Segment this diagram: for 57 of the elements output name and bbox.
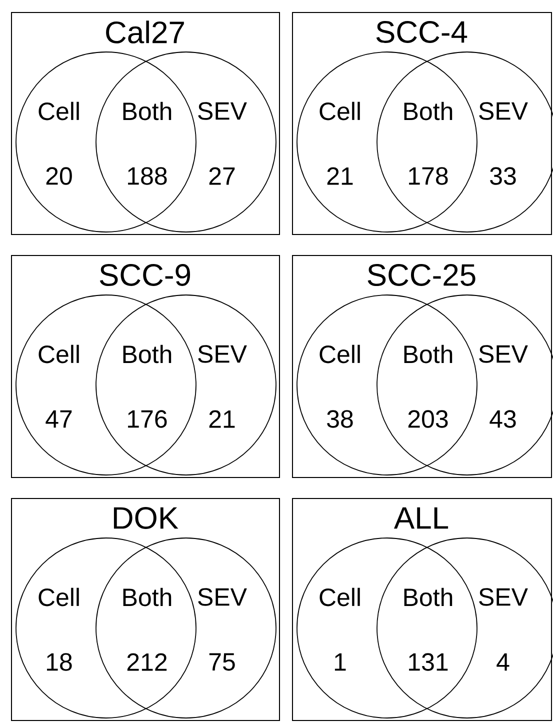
region-label: Both <box>404 344 452 364</box>
venn-circle <box>96 52 276 232</box>
region-count: 131 <box>409 653 448 671</box>
region-label: Cell <box>320 102 360 120</box>
region-label: Cell <box>320 588 360 606</box>
venn-circle <box>16 294 196 476</box>
region-label: SEV <box>198 588 247 606</box>
region-count: 21 <box>327 167 353 185</box>
region-label: Both <box>404 588 452 606</box>
region-count: 75 <box>209 653 235 671</box>
region-count: 20 <box>46 167 72 185</box>
venn-panel <box>292 12 552 235</box>
region-count: 38 <box>327 410 353 428</box>
region-count: 188 <box>128 167 167 185</box>
region-label: SEV <box>198 345 247 363</box>
panel-title: ALL <box>394 507 448 529</box>
region-label: SEV <box>479 102 528 120</box>
venn-panel <box>11 498 280 721</box>
panel-title: SCC-25 <box>368 264 476 286</box>
venn-circle <box>96 538 276 718</box>
venn-panel <box>292 255 552 478</box>
venn-circle <box>296 294 478 476</box>
region-label: Cell <box>38 344 79 364</box>
region-label: Both <box>404 102 452 120</box>
region-label: Cell <box>38 102 79 120</box>
region-count: 178 <box>409 167 448 185</box>
region-count: 43 <box>490 410 516 428</box>
venn-circle <box>16 52 196 232</box>
region-label: SEV <box>198 102 247 120</box>
region-count: 21 <box>209 410 235 428</box>
panel-title: SCC-4 <box>376 21 468 43</box>
venn-circle <box>296 52 478 232</box>
region-label: Both <box>123 102 172 120</box>
panel-title: DOK <box>114 507 178 529</box>
region-count: 203 <box>408 410 448 428</box>
venn-circle <box>16 538 196 718</box>
panel-title: SCC-9 <box>100 264 190 286</box>
venn-panel <box>11 12 280 235</box>
venn-panel <box>292 498 552 721</box>
region-count: 4 <box>496 653 510 671</box>
region-label: SEV <box>479 345 528 363</box>
region-count: 1 <box>334 653 346 671</box>
venn-panel <box>11 255 280 478</box>
region-count: 47 <box>46 410 72 428</box>
region-count: 212 <box>127 653 167 671</box>
region-label: Both <box>123 344 172 364</box>
region-label: Cell <box>38 588 79 606</box>
panel-title: Cal27 <box>106 20 184 44</box>
region-label: Cell <box>320 344 360 364</box>
venn-circle <box>96 294 276 476</box>
region-count: 176 <box>128 410 167 428</box>
venn-circle <box>296 538 478 718</box>
region-label: Both <box>123 588 172 606</box>
region-count: 27 <box>209 167 235 185</box>
region-count: 33 <box>490 167 516 185</box>
region-label: SEV <box>479 588 528 606</box>
region-count: 18 <box>47 653 72 671</box>
